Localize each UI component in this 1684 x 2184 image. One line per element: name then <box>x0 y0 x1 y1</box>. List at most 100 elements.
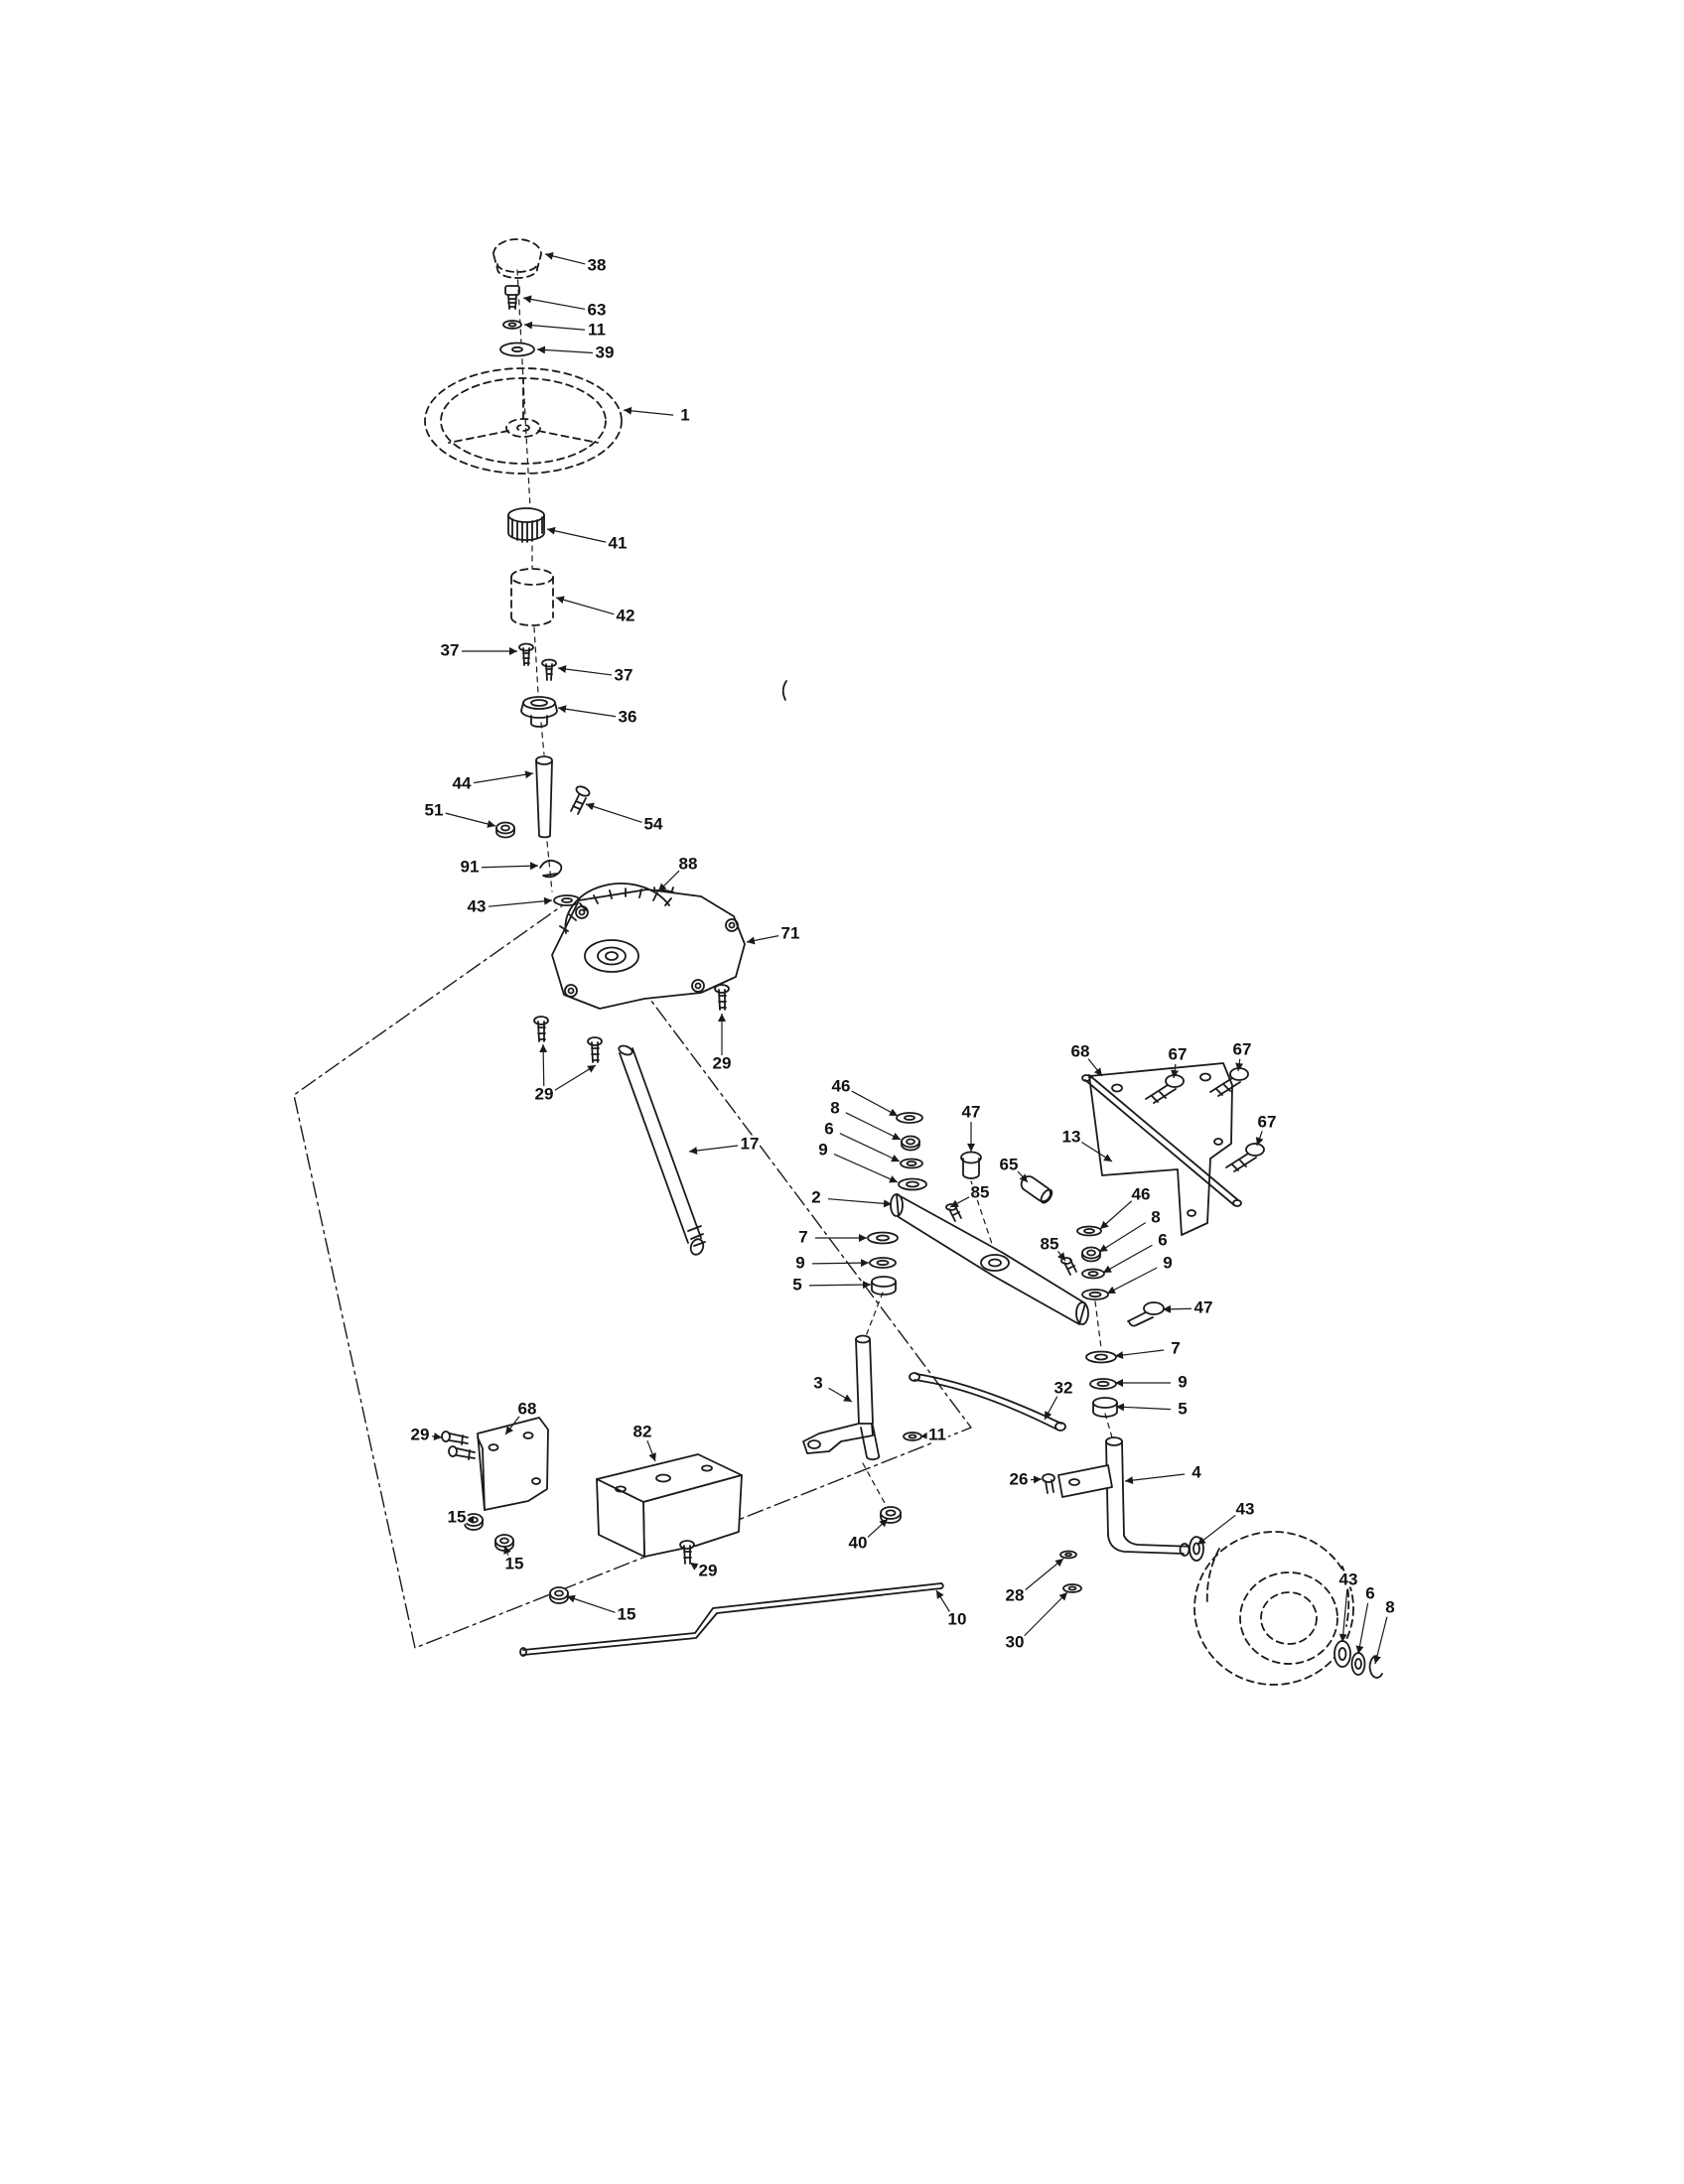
front-wheel <box>1193 1531 1354 1686</box>
part-number-label: 29 <box>713 1053 732 1072</box>
washer-43-axle <box>1189 1536 1204 1562</box>
callout-leader <box>623 406 674 416</box>
retainer-clip-91 <box>539 859 563 879</box>
callout-leader <box>839 1133 901 1162</box>
washer-28 <box>1059 1550 1077 1560</box>
callout-leader <box>1114 1349 1165 1360</box>
part-number-label: 32 <box>1054 1378 1073 1397</box>
callout-leader <box>1017 1170 1029 1183</box>
part-number-label: 11 <box>928 1425 946 1443</box>
bolt-29-bottom <box>679 1540 695 1565</box>
small-washer-11 <box>502 320 522 330</box>
callout-leader <box>504 1416 520 1435</box>
retaining-clip-8-end <box>1368 1655 1383 1679</box>
part-number-label: 41 <box>609 533 628 552</box>
callout-leader <box>828 1387 853 1403</box>
nut-15-c <box>549 1586 569 1604</box>
part-number-label: 71 <box>781 923 800 942</box>
part-number-label: 6 <box>1158 1230 1167 1249</box>
part-number-label: 36 <box>619 707 637 726</box>
callout-leader <box>1338 1588 1348 1643</box>
part-number-label: 44 <box>453 773 472 792</box>
washer-stack-left-lower <box>867 1231 899 1296</box>
part-number-label: 63 <box>588 300 607 319</box>
nut-40 <box>880 1506 902 1524</box>
bolt-67-c <box>1225 1143 1265 1172</box>
part-number-label: 1 <box>680 405 689 424</box>
bolt-29-right <box>714 984 730 1011</box>
part-number-label: 10 <box>948 1609 967 1628</box>
part-number-label: 7 <box>798 1227 807 1246</box>
steering-gear-housing-71 <box>551 883 746 1010</box>
part-number-label: 46 <box>1132 1184 1151 1203</box>
callout-leader <box>851 1090 899 1117</box>
part-number-label: 15 <box>618 1604 636 1623</box>
part-number-label: 37 <box>615 665 633 684</box>
callout-leader <box>522 295 586 311</box>
part-number-label: 67 <box>1233 1039 1252 1058</box>
part-number-label: 29 <box>699 1561 718 1579</box>
callout-layer: 3863113914142373736445154914388712929176… <box>408 252 1397 1665</box>
nut-15-b <box>494 1534 514 1552</box>
callout-leader <box>1124 1473 1186 1485</box>
callout-leader <box>523 321 586 331</box>
part-number-label: 2 <box>811 1187 820 1206</box>
part-number-label: 47 <box>962 1102 981 1121</box>
phantom-boundary <box>293 896 972 1649</box>
assembly-centerlines <box>649 1180 1113 1542</box>
part-number-label: 9 <box>1163 1253 1172 1272</box>
bolt-85-left <box>945 1203 962 1222</box>
nut-51 <box>495 821 515 839</box>
callout-leader <box>1099 1200 1133 1230</box>
part-number-label: 26 <box>1010 1469 1029 1488</box>
part-number-label: 7 <box>1171 1338 1180 1357</box>
cap-bolt <box>504 285 520 310</box>
callout-leader <box>1106 1267 1158 1295</box>
callout-leader <box>566 1594 616 1613</box>
nut-26 <box>1042 1473 1055 1494</box>
callout-leader <box>746 935 779 945</box>
support-bracket-left-68 <box>477 1417 549 1511</box>
callout-leader <box>1235 1058 1244 1072</box>
part-number-label: 39 <box>596 342 615 361</box>
part-number-label: 68 <box>1071 1041 1090 1060</box>
part-number-label: 85 <box>1041 1234 1059 1253</box>
part-number-label: 67 <box>1258 1112 1277 1131</box>
callout-leader <box>689 1562 699 1570</box>
callout-leader <box>1087 1058 1103 1077</box>
steering-washer-39 <box>499 341 535 357</box>
part-number-label: 15 <box>505 1554 524 1572</box>
part-number-label: 9 <box>818 1140 827 1159</box>
part-number-label: 67 <box>1169 1044 1188 1063</box>
nut-15-a <box>464 1513 484 1531</box>
right-spindle-4 <box>1057 1436 1196 1557</box>
callout-leader <box>546 526 607 543</box>
callout-leader <box>1171 1063 1180 1079</box>
part-number-label: 5 <box>1178 1399 1187 1418</box>
callout-leader <box>503 1545 511 1558</box>
part-number-label: 6 <box>1365 1583 1374 1602</box>
tie-rod-32 <box>909 1372 1066 1432</box>
steering-wheel-insert <box>507 507 545 543</box>
part-number-label: 91 <box>461 857 480 876</box>
bolt-29-pair <box>533 1016 603 1063</box>
callout-leader <box>688 1145 739 1156</box>
callout-leader <box>1255 1131 1264 1147</box>
callout-leader <box>1098 1222 1147 1253</box>
callout-leader <box>1044 1396 1058 1421</box>
callout-leader <box>811 1259 870 1268</box>
callout-leader <box>557 705 617 718</box>
washer-6-end <box>1350 1652 1366 1676</box>
lower-steering-shaft-17 <box>618 1044 706 1256</box>
callout-leader <box>1081 1142 1113 1162</box>
steering-bushing-36 <box>520 696 558 728</box>
callout-leader <box>431 1433 443 1441</box>
callout-leader <box>555 596 615 615</box>
part-number-label: 8 <box>830 1098 839 1117</box>
callout-leader <box>481 862 539 871</box>
part-number-label: 47 <box>1194 1297 1213 1316</box>
column-centerline <box>516 269 553 892</box>
drag-link-13 <box>1081 1074 1242 1207</box>
callout-leader <box>1023 1591 1068 1638</box>
